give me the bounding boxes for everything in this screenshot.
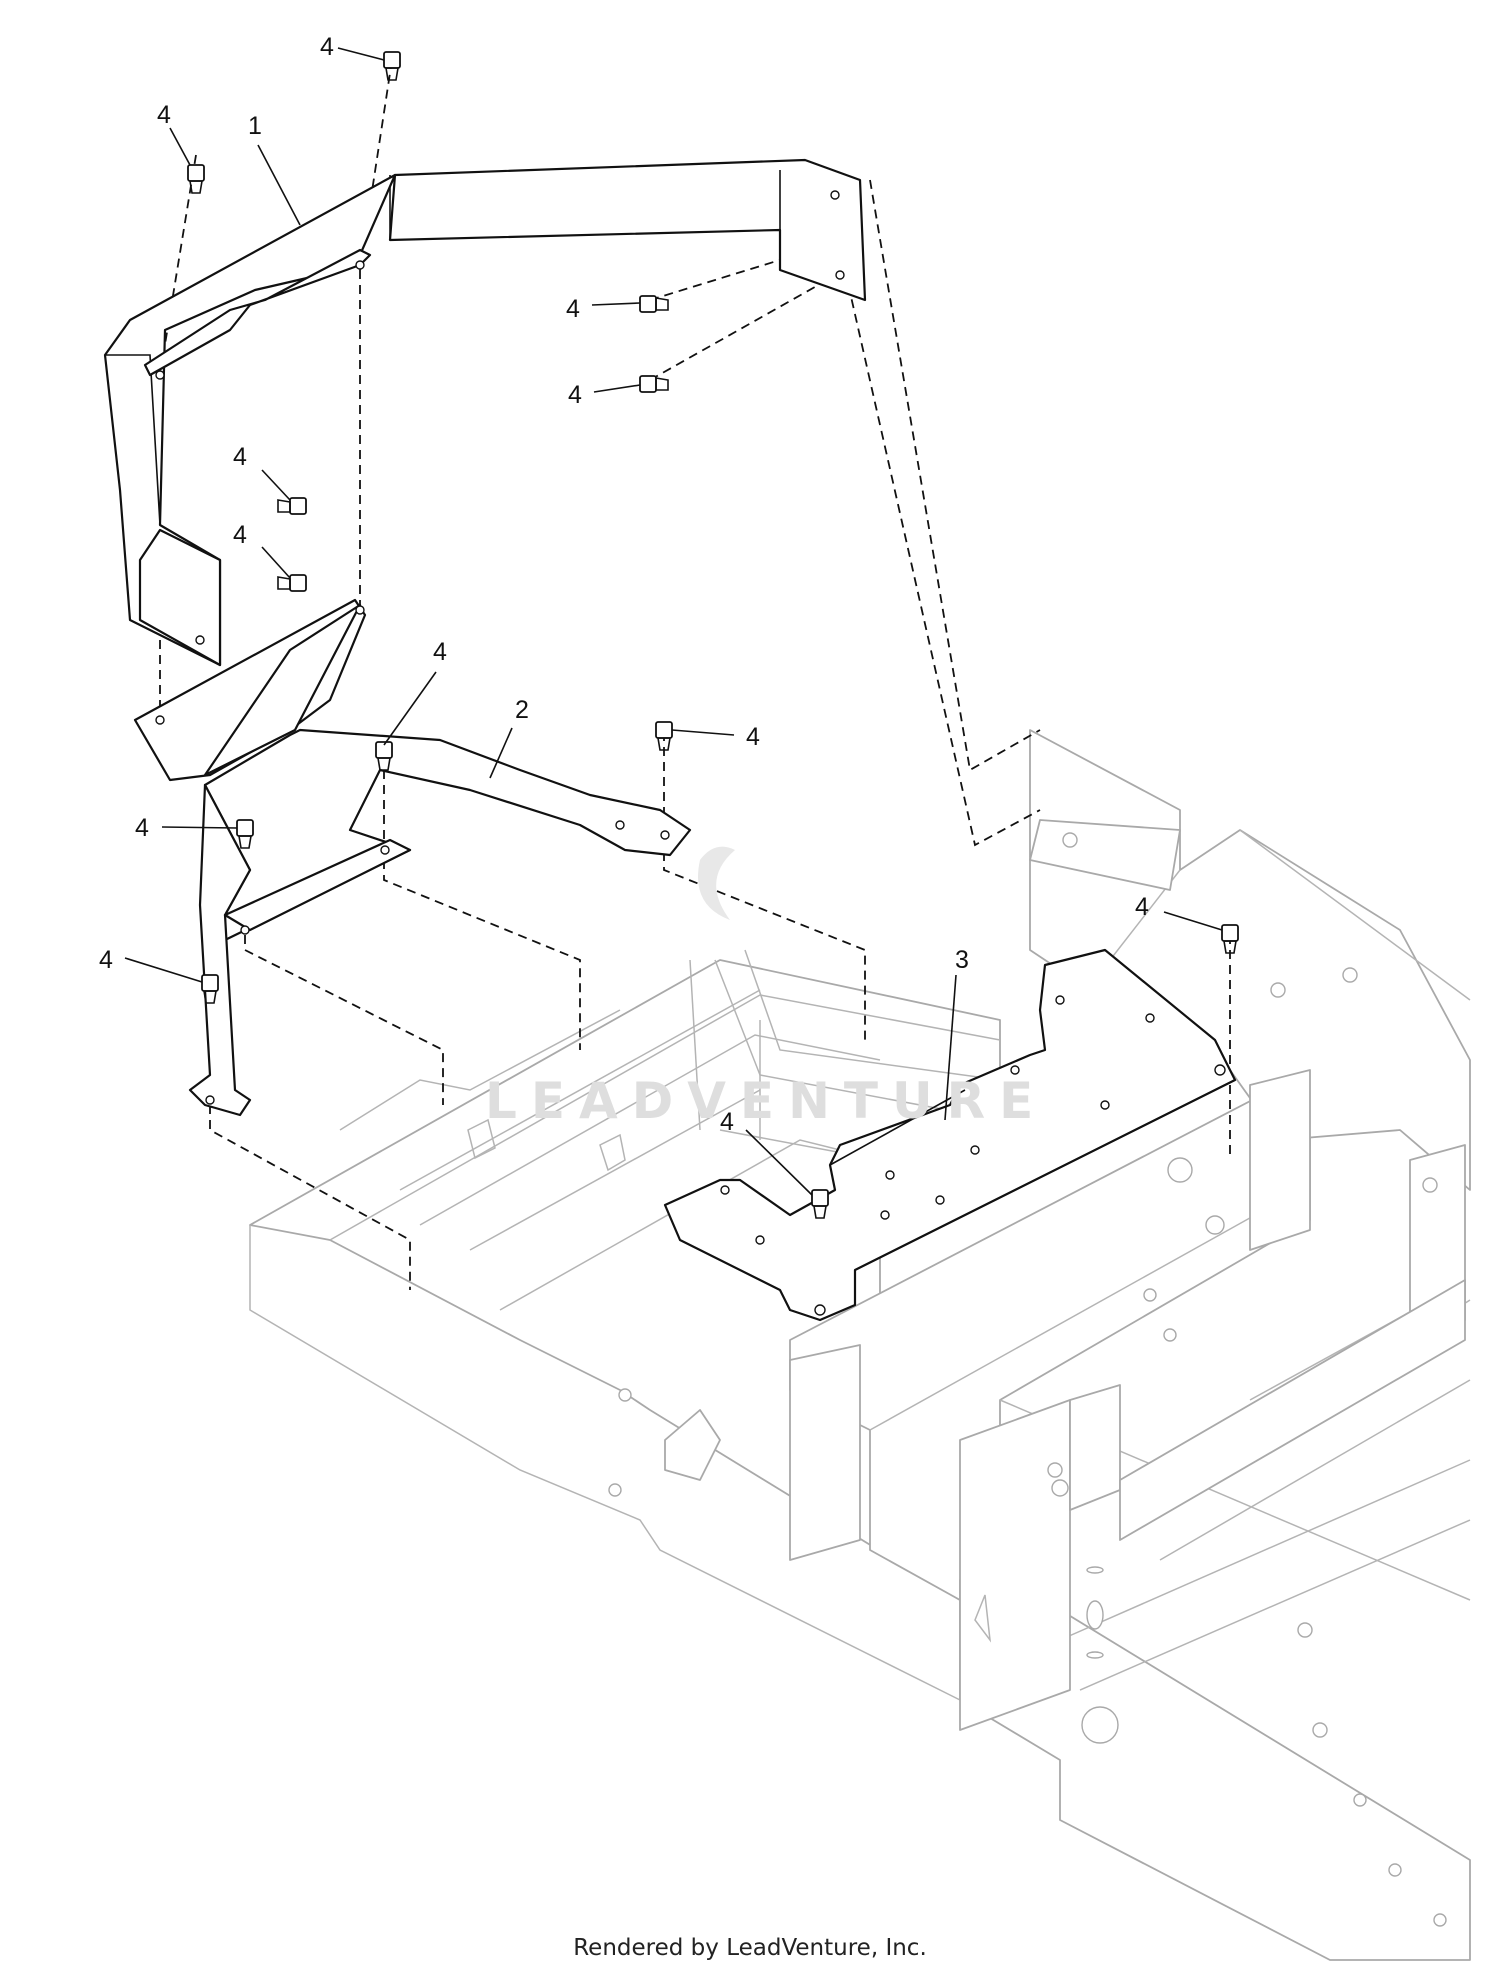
screw-4 [639,375,669,393]
mower-frame [249,729,1471,1961]
callout-4: 4 [135,814,149,842]
callout-4: 4 [157,101,171,129]
callout-4: 4 [720,1108,734,1136]
callout-labels: 4 4 1 4 4 4 4 4 2 4 4 4 3 4 4 [99,33,1149,1136]
callout-1: 1 [248,112,262,140]
callout-4: 4 [746,723,760,751]
screw-3 [639,295,669,313]
screws [187,51,1239,1219]
callout-4: 4 [233,521,247,549]
screw-10 [201,974,219,1004]
callout-4: 4 [233,443,247,471]
callout-4: 4 [566,295,580,323]
screw-1 [383,51,401,81]
screw-7 [375,741,393,771]
callout-4: 4 [568,381,582,409]
watermark-text: LEADVENTURE [485,1072,1047,1130]
screw-5 [277,497,307,515]
screw-11 [811,1189,829,1219]
callout-2: 2 [515,696,529,724]
leader-lines [124,47,1223,1196]
callout-4: 4 [433,638,447,666]
part-2-lower-bracket [188,728,692,1117]
watermark: LEADVENTURE [485,846,1047,1130]
screw-12 [1221,924,1239,954]
callout-4: 4 [99,946,113,974]
callout-4: 4 [320,33,334,61]
part-1-upper-bracket [103,158,867,782]
callout-4: 4 [1135,893,1149,921]
callout-3: 3 [955,946,969,974]
part-3-seat-plate [663,948,1237,1322]
screw-2 [187,164,205,194]
footer-credit: Rendered by LeadVenture, Inc. [573,1935,927,1961]
screw-6 [277,574,307,592]
screw-8 [655,721,673,751]
